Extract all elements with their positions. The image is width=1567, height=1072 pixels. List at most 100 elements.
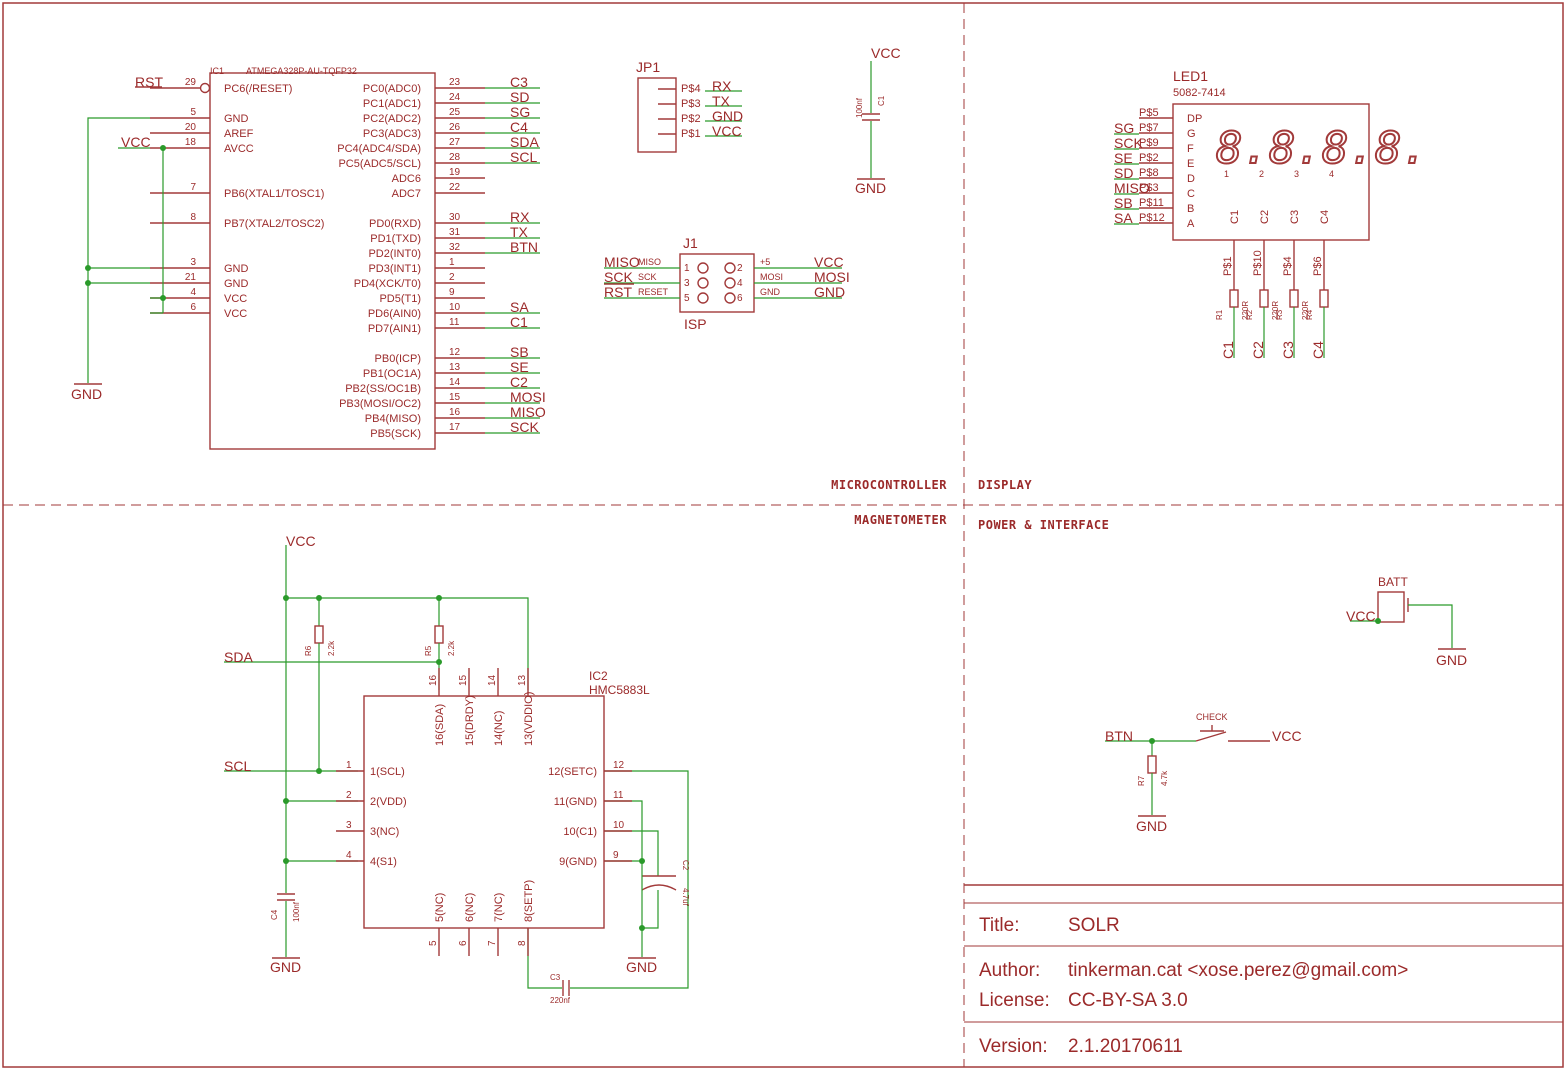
ic2-pin-number: 2 — [346, 790, 352, 801]
led1-common-net: C2 — [1250, 341, 1266, 359]
title-block: Title: SOLR Author: tinkerman.cat <xose.… — [964, 884, 1563, 1057]
ic2-pin-number: 4 — [346, 850, 352, 861]
ic1-pin-number: 3 — [190, 257, 196, 268]
ic1-net-label: MISO — [510, 404, 546, 420]
ic1-pin-name: AREF — [224, 128, 254, 140]
led1-common-label: C1 — [1229, 210, 1241, 224]
led1-common-resistor[interactable] — [1319, 289, 1329, 308]
led1-seg-name: E — [1187, 158, 1194, 170]
ic2-pin-number: 9 — [613, 850, 619, 861]
led1-seg-pin: P$5 — [1139, 107, 1159, 119]
led1-common-label: C3 — [1289, 210, 1301, 224]
jp1-pin-name: P$4 — [681, 83, 701, 95]
led1-common-resistor[interactable] — [1259, 289, 1269, 308]
battery-symbol[interactable] — [1377, 591, 1405, 623]
ic1-pin-number: 24 — [449, 92, 461, 103]
r6-value: 2.2k — [327, 640, 336, 656]
j1-pin-hole — [724, 292, 736, 304]
ic2-pin-name: 6(NC) — [464, 893, 476, 922]
ic1-pin-number: 12 — [449, 347, 461, 358]
ic1-net-label: SCK — [510, 419, 539, 435]
c1-capacitor[interactable]: VCC GND C1 100nf — [855, 45, 901, 196]
ic1-pin-number: 1 — [449, 257, 455, 268]
r5-ref: R5 — [424, 645, 433, 656]
ic2-pin-number: 12 — [613, 760, 625, 771]
j1-pin-hole — [724, 277, 736, 289]
ic2-pin-name: 3(NC) — [370, 826, 399, 838]
ic1-gnd-label: GND — [71, 386, 102, 402]
led1-res-ref: R3 — [1275, 309, 1284, 320]
ic1-net-label: SCL — [510, 149, 537, 165]
section-title-power: POWER & INTERFACE — [978, 518, 1109, 532]
jp1-net-label: GND — [712, 108, 743, 124]
ic1-net-label: MOSI — [510, 389, 546, 405]
ic1-pin-number: 31 — [449, 227, 461, 238]
ic2-pin-name: 8(SETP) — [523, 880, 535, 922]
ic2-hmc5883l[interactable]: IC2 HMC5883L 1616(SDA)1515(DRDY)1414(NC)… — [336, 668, 650, 956]
r7-resistor[interactable] — [1147, 755, 1157, 774]
jp1-net-label: VCC — [712, 123, 742, 139]
ic1-pin-name: ADC6 — [392, 173, 421, 185]
r6-resistor[interactable] — [314, 625, 324, 644]
led1-res-value: 220R — [1271, 301, 1280, 320]
j1-pin-hole — [724, 262, 736, 274]
led1-common-resistor[interactable] — [1229, 289, 1239, 308]
r5-resistor[interactable] — [434, 625, 444, 644]
led1-res-ref: R1 — [1215, 309, 1224, 320]
j1-net-label: MISO — [604, 254, 640, 270]
ic1-pin-number: 6 — [190, 302, 196, 313]
ic1-pin-name: PD6(AIN0) — [368, 308, 421, 320]
led1-seg-name: D — [1187, 173, 1195, 185]
led1-seg-net: SD — [1114, 165, 1133, 181]
ic1-pin-name: PB7(XTAL2/TOSC2) — [224, 218, 324, 230]
ic1-pin-name: PD0(RXD) — [369, 218, 421, 230]
ic1-net-label: VCC — [121, 134, 151, 150]
ic1-pin-number: 13 — [449, 362, 461, 373]
ic1-pin-number: 9 — [449, 287, 455, 298]
ic2-pin-number: 1 — [346, 760, 352, 771]
jp1-ref: JP1 — [636, 59, 660, 75]
ic1-pin-name: PC0(ADC0) — [363, 83, 421, 95]
check-switch[interactable] — [1195, 731, 1227, 742]
ic1-net-label: C3 — [510, 74, 528, 90]
jp1-net-label: TX — [712, 93, 731, 109]
ic1-pin-number: 22 — [449, 182, 461, 193]
j1-value: ISP — [684, 316, 707, 332]
j1-pin-name: MOSI — [760, 272, 783, 282]
ic1-pin-name: PB2(SS/OC1B) — [345, 383, 421, 395]
led1-seg-name: DP — [1187, 113, 1202, 125]
c3-value: 220nf — [550, 996, 571, 1005]
led1-seg-pin: P$8 — [1139, 167, 1159, 179]
led1-seg-net: SA — [1114, 210, 1133, 226]
led1-seg-pin: P$9 — [1139, 137, 1159, 149]
led1-ref: LED1 — [1173, 68, 1208, 84]
led1-res-ref: R4 — [1305, 309, 1314, 320]
led1-digit-number: 3 — [1294, 169, 1299, 179]
ic1-net-label: SD — [510, 89, 529, 105]
led1-digit-number: 2 — [1259, 169, 1264, 179]
btn-net-label: BTN — [1105, 728, 1133, 744]
c4-value: 100nf — [292, 901, 301, 922]
ic1-power-wiring: GND — [71, 117, 166, 402]
ic1-net-label: SA — [510, 299, 529, 315]
ic1-pin-name: VCC — [224, 308, 247, 320]
ic1-pin-name: GND — [224, 263, 249, 275]
r5-value: 2.2k — [447, 640, 456, 656]
j1-pin-name: SCK — [638, 272, 657, 282]
ic1-pin-number: 29 — [185, 77, 197, 88]
power-interface-circuit: BATT VCC GND BTN CHECK VCC GND R7 4.7k — [1105, 575, 1467, 834]
ic1-value: ATMEGA328P-AU-TQFP32 — [246, 66, 357, 76]
title-value: SOLR — [1068, 915, 1120, 936]
ic1-pin-number: 17 — [449, 422, 461, 433]
ic1-atmega328p[interactable]: IC1 ATMEGA328P-AU-TQFP32 29PC6(/RESET)RS… — [121, 66, 546, 450]
led1-common-pin-name: P$4 — [1282, 256, 1294, 276]
j1-pin-name: +5 — [760, 257, 770, 267]
j1-pin-number: 3 — [684, 278, 690, 289]
led1-common-resistor[interactable] — [1289, 289, 1299, 308]
